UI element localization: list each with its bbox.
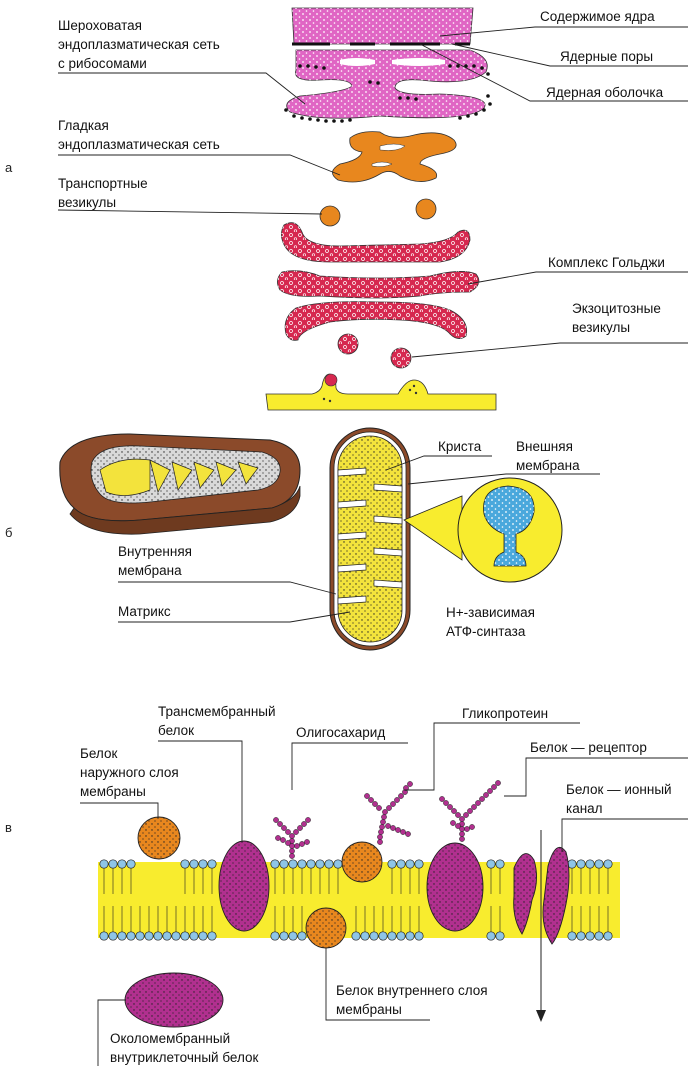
label-outer-membrane-1: Внешняя — [516, 439, 573, 454]
leader-outer-layer — [80, 803, 158, 818]
leader-transport-vesicles — [58, 210, 322, 214]
outer-layer-protein — [138, 817, 180, 859]
label-transport-vesicles-1: Транспортные — [58, 176, 148, 191]
atp-synthase-callout — [404, 478, 562, 582]
svg-text:везикулы: везикулы — [58, 195, 116, 210]
svg-text:внутриклеточный белок: внутриклеточный белок — [110, 1050, 259, 1065]
svg-text:Экзоцитозные: Экзоцитозные — [572, 301, 661, 316]
glycoprotein-chain — [364, 781, 412, 844]
leader-nucleus-content — [440, 27, 688, 36]
leader-ion-channel — [562, 819, 688, 852]
plasma-membrane-a — [266, 374, 496, 410]
label-peripheral-2: внутриклеточный белок — [110, 1050, 259, 1065]
label-golgi: Комплекс Гольджи — [548, 255, 665, 270]
leader-rough-er — [58, 73, 305, 104]
exocytotic-vesicles — [338, 334, 411, 368]
label-inner-membrane-2: мембрана — [118, 563, 182, 578]
label-rough-er-2: эндоплазматическая сеть — [58, 37, 220, 52]
svg-text:Шероховатая: Шероховатая — [58, 18, 142, 33]
leader-exocytotic-vesicles — [412, 343, 688, 357]
label-inner-layer-1: Белок внутреннего слоя — [336, 983, 488, 998]
nucleus — [292, 8, 473, 44]
rough-er — [284, 50, 492, 123]
leader-oligosaccharide — [292, 743, 408, 790]
svg-text:Белок — ионный: Белок — ионный — [566, 782, 672, 797]
label-inner-layer-2: мембраны — [336, 1002, 402, 1017]
ion-channel-protein — [514, 830, 569, 1022]
svg-text:АТФ-синтаза: АТФ-синтаза — [446, 624, 526, 639]
label-glycoprotein: Гликопротеин — [462, 706, 548, 721]
svg-text:эндоплазматическая сеть: эндоплазматическая сеть — [58, 37, 220, 52]
inner-layer-protein — [306, 908, 346, 948]
label-ion-channel-2: канал — [566, 801, 603, 816]
label-crista: Криста — [438, 439, 482, 454]
smooth-er — [332, 132, 456, 182]
label-nucleus-content: Содержимое ядра — [540, 9, 655, 24]
receptor-protein — [427, 843, 483, 931]
label-outer-layer-3: мембраны — [80, 784, 146, 799]
label-exocytotic-vesicles-1: Экзоцитозные — [572, 301, 661, 316]
svg-text:Околомембранный: Околомембранный — [110, 1031, 230, 1046]
leader-golgi — [468, 272, 688, 284]
section-label-c: в — [5, 820, 12, 835]
label-peripheral-1: Околомембранный — [110, 1031, 230, 1046]
svg-text:везикулы: везикулы — [572, 320, 630, 335]
svg-text:эндоплазматическая сеть: эндоплазматическая сеть — [58, 137, 220, 152]
mitochondrion-2d — [330, 428, 410, 650]
label-nuclear-pores: Ядерные поры — [560, 49, 653, 64]
label-outer-layer-1: Белок — [80, 746, 117, 761]
mitochondrion-3d — [60, 434, 300, 534]
label-atp-synthase-2: АТФ-синтаза — [446, 624, 526, 639]
svg-text:Белок: Белок — [80, 746, 117, 761]
leader-smooth-er — [58, 155, 340, 175]
label-transmembrane-1: Трансмембранный — [158, 704, 276, 719]
label-nuclear-envelope: Ядерная оболочка — [546, 85, 664, 100]
transport-vesicles — [320, 199, 436, 226]
glycoprotein — [342, 842, 382, 882]
golgi-complex — [277, 223, 478, 341]
label-rough-er-3: с рибосомами — [58, 56, 147, 71]
section-label-a: а — [5, 160, 13, 175]
label-atp-synthase-1: Н+-зависимая — [446, 605, 535, 620]
svg-text:Трансмембранный: Трансмембранный — [158, 704, 276, 719]
peripheral-protein — [125, 973, 223, 1027]
svg-text:Н+-зависимая: Н+-зависимая — [446, 605, 535, 620]
label-smooth-er-2: эндоплазматическая сеть — [58, 137, 220, 152]
label-receptor: Белок — рецептор — [530, 740, 647, 755]
svg-text:Белок внутреннего слоя: Белок внутреннего слоя — [336, 983, 488, 998]
label-rough-er-1: Шероховатая — [58, 18, 142, 33]
svg-text:Транспортные: Транспортные — [58, 176, 148, 191]
svg-text:Внешняя: Внешняя — [516, 439, 573, 454]
glycolipid-oligosaccharide — [273, 817, 310, 858]
label-exocytotic-vesicles-2: везикулы — [572, 320, 630, 335]
label-outer-layer-2: наружного слоя — [80, 765, 179, 780]
label-ion-channel-1: Белок — ионный — [566, 782, 672, 797]
svg-text:канал: канал — [566, 801, 603, 816]
section-label-b: б — [5, 525, 12, 540]
label-transport-vesicles-2: везикулы — [58, 195, 116, 210]
svg-text:Внутренняя: Внутренняя — [118, 544, 192, 559]
svg-text:мембраны: мембраны — [336, 1002, 402, 1017]
label-outer-membrane-2: мембрана — [516, 458, 580, 473]
label-smooth-er-1: Гладкая — [58, 118, 109, 133]
label-oligosaccharide: Олигосахарид — [296, 725, 385, 740]
transmembrane-protein — [219, 841, 269, 931]
svg-text:мембрана: мембрана — [516, 458, 580, 473]
label-transmembrane-2: белок — [158, 723, 194, 738]
svg-text:наружного слоя: наружного слоя — [80, 765, 179, 780]
svg-text:Гладкая: Гладкая — [58, 118, 109, 133]
label-inner-membrane-1: Внутренняя — [118, 544, 192, 559]
svg-text:мембрана: мембрана — [118, 563, 182, 578]
label-matrix: Матрикс — [118, 604, 171, 619]
leader-inner-membrane — [118, 582, 336, 594]
receptor-oligosaccharide — [439, 780, 500, 841]
svg-text:мембраны: мембраны — [80, 784, 146, 799]
leader-glycoprotein — [404, 723, 580, 790]
svg-text:с рибосомами: с рибосомами — [58, 56, 147, 71]
svg-text:белок: белок — [158, 723, 194, 738]
